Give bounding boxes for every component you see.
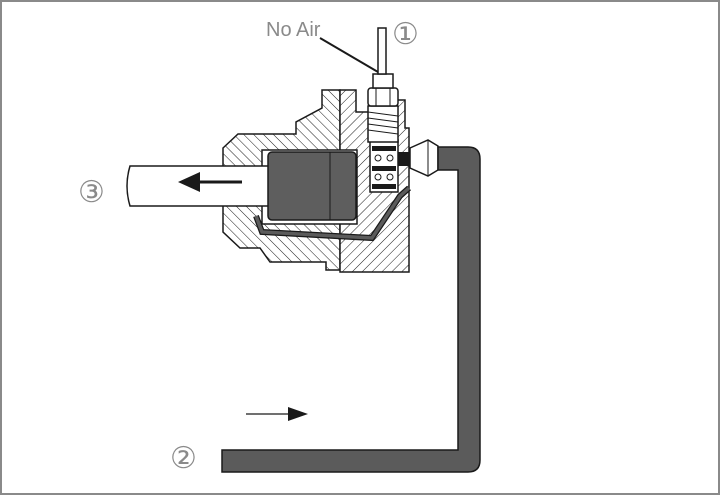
threaded-insert	[367, 105, 399, 143]
piston	[267, 151, 357, 221]
no-air-leader-line	[319, 37, 379, 73]
valve-pin	[377, 27, 387, 75]
hose-fitting	[409, 139, 439, 177]
no-air-label: No Air	[266, 19, 321, 41]
hose-port	[398, 152, 412, 166]
arrow-right-icon	[246, 407, 308, 421]
arrow-left-icon	[178, 172, 242, 192]
valve-nut	[367, 87, 399, 107]
callout-3: ③	[78, 176, 105, 209]
callout-2: ②	[170, 442, 197, 475]
air-hose	[221, 146, 481, 473]
callout-1: ①	[392, 18, 419, 51]
